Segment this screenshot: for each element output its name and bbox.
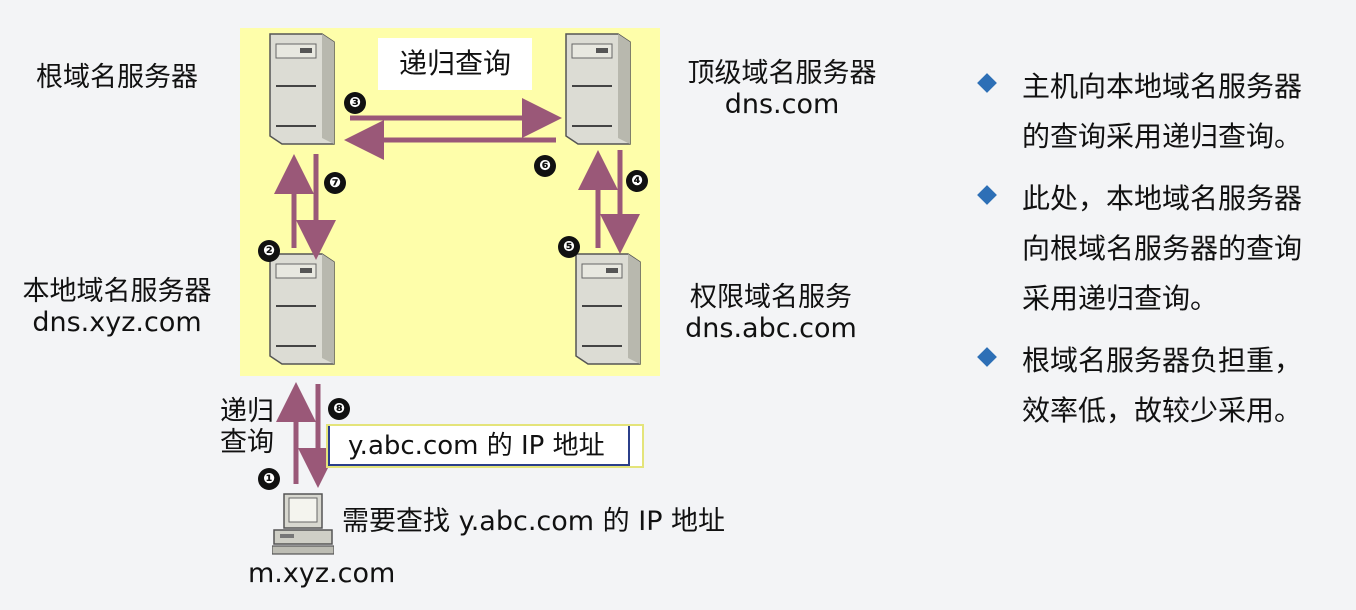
step-3-badge: ❸ [344, 92, 366, 114]
step-6-badge: ❻ [534, 155, 556, 177]
recursive-label-line1: 递归 [220, 396, 274, 427]
bullet-diamond-icon [977, 73, 997, 93]
step-4-badge: ❹ [626, 170, 648, 192]
host-name-label: m.xyz.com [248, 558, 396, 589]
ip-answer-box: y.abc.com 的 IP 地址 [326, 424, 644, 468]
auth-server-domain: dns.abc.com [685, 313, 857, 345]
note-item: 根域名服务器负担重， 效率低，故较少采用。 [976, 336, 1346, 436]
local-server-name: 本地域名服务器 [22, 276, 212, 307]
auth-server-name: 权限域名服务 [690, 282, 852, 313]
tld-server-icon [562, 30, 634, 148]
recursive-query-label: 递归查询 [378, 38, 532, 90]
host-query-label: 需要查找 y.abc.com 的 IP 地址 [342, 506, 726, 537]
step-2-badge: ❷ [258, 240, 280, 262]
note-line: 此处，本地域名服务器 [1022, 182, 1303, 215]
notes-list: 主机向本地域名服务器 的查询采用递归查询。 此处，本地域名服务器 向根域名服务器… [976, 62, 1346, 448]
note-line: 的查询采用递归查询。 [1022, 120, 1303, 153]
root-server-icon [266, 30, 338, 148]
local-server-label: 本地域名服务器 dns.xyz.com [4, 276, 230, 338]
step-1-badge: ❶ [258, 468, 280, 490]
note-line: 采用递归查询。 [1022, 282, 1219, 315]
bullet-diamond-icon [977, 185, 997, 205]
note-item: 主机向本地域名服务器 的查询采用递归查询。 [976, 62, 1346, 162]
local-server-domain: dns.xyz.com [32, 307, 202, 339]
auth-server-label: 权限域名服务 dns.abc.com [668, 282, 874, 344]
local-server-icon [266, 250, 338, 368]
bullet-diamond-icon [977, 347, 997, 367]
recursive-query-bottom-label: 递归 查询 [220, 396, 274, 458]
note-line: 效率低，故较少采用。 [1022, 394, 1303, 427]
tld-server-name: 顶级域名服务器 [687, 58, 877, 89]
recursive-label-line2: 查询 [220, 427, 274, 459]
note-line: 向根域名服务器的查询 [1022, 232, 1303, 265]
tld-server-label: 顶级域名服务器 dns.com [672, 58, 892, 120]
step-7-badge: ❼ [324, 172, 346, 194]
note-line: 主机向本地域名服务器 [1022, 70, 1303, 103]
tld-server-domain: dns.com [724, 89, 840, 121]
ip-answer-text: y.abc.com 的 IP 地址 [328, 426, 630, 466]
step-5-badge: ❺ [558, 236, 580, 258]
auth-server-icon [572, 250, 644, 368]
step-8-badge: ❽ [328, 398, 350, 420]
note-line: 根域名服务器负担重， [1022, 344, 1303, 377]
root-server-label: 根域名服务器 [36, 62, 198, 93]
host-computer-icon [271, 492, 335, 556]
note-item: 此处，本地域名服务器 向根域名服务器的查询 采用递归查询。 [976, 174, 1346, 324]
